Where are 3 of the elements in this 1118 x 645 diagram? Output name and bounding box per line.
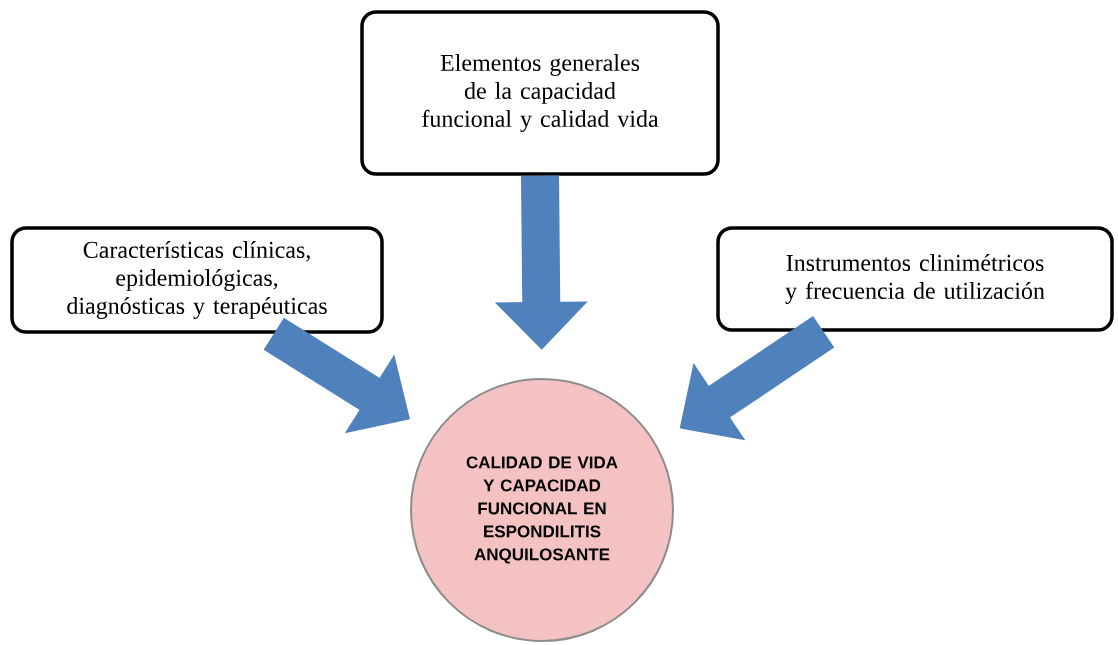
- topic-box: Características clínicas, epidemiológicas, diagnósticas y terapéuticas: [10, 226, 384, 334]
- topic-box: Instrumentos clinimétricos y frecuencia de utilización: [716, 226, 1114, 332]
- topic-box: Elementos generales de la capacidad funcional y calidad vida: [360, 10, 720, 176]
